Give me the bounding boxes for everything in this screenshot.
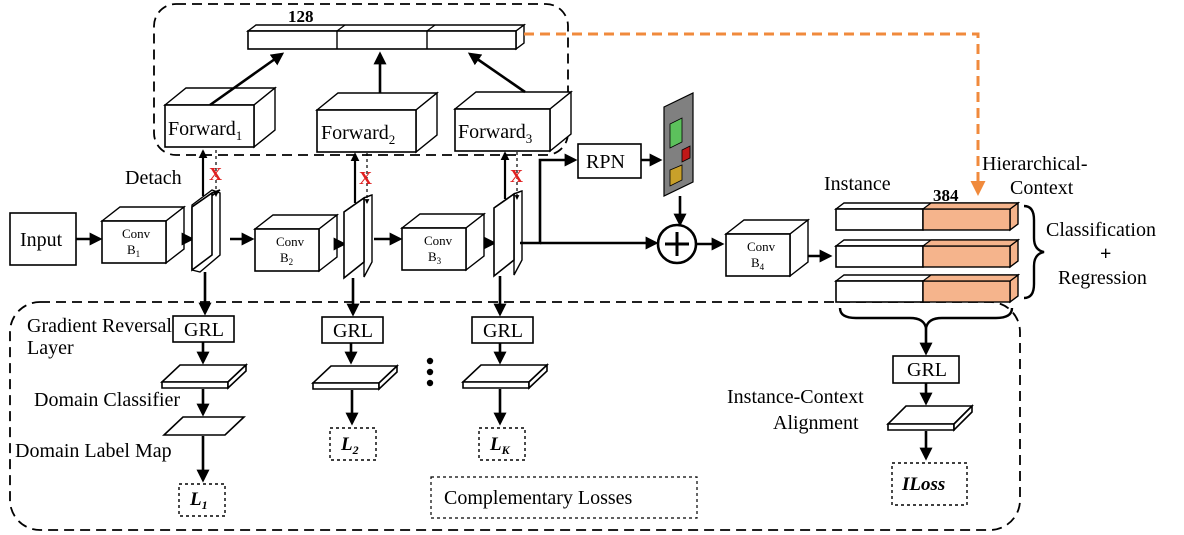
domain-classifier-2: [310, 364, 400, 391]
svg-text:Conv: Conv: [424, 233, 453, 248]
grl-box-k: [471, 316, 534, 344]
forward-1-sub: 1: [236, 128, 243, 143]
detach-connection-2: X: [350, 152, 372, 204]
svg-text:Conv: Conv: [122, 226, 151, 241]
conv-block-2: Conv B2: [252, 213, 340, 273]
loss-label-1: L1: [189, 489, 208, 512]
feature-map-3: [493, 189, 523, 278]
complementary-losses-label: Complementary Losses: [444, 487, 633, 509]
domain-classifier-k: [460, 363, 550, 390]
domain-label-map-label: Domain Label Map: [15, 440, 172, 462]
arrow-forward3-to-vector: [467, 52, 526, 94]
svg-text:Forward1: Forward1: [168, 118, 242, 143]
svg-text:B1: B1: [127, 242, 140, 259]
context-arrow-orange: [524, 32, 986, 196]
instance-label: Instance: [824, 173, 891, 195]
rpn-label: RPN: [586, 151, 625, 173]
dim-128-label: 128: [288, 7, 314, 26]
conv-block-4: Conv B4: [723, 218, 811, 278]
input-label: Input: [20, 229, 63, 251]
domain-classifier-1: [159, 363, 249, 390]
loss-label-k: LK: [489, 434, 511, 457]
stop-gradient-mark-2: X: [359, 168, 372, 188]
loss-box-k: [478, 427, 526, 461]
instance-context-feature-1: [833, 201, 1021, 232]
instance-context-alignment-label-1: Instance-Context: [727, 386, 864, 408]
forward-3-label: Forward: [458, 121, 526, 143]
hierarchical-context-label-2: Context: [1010, 177, 1074, 199]
forward-box-3: Forward3: [453, 90, 573, 153]
svg-text:Conv: Conv: [747, 239, 776, 254]
regression-label: Regression: [1058, 267, 1147, 289]
gradient-reversal-label-1: Gradient Reversal: [27, 315, 172, 337]
grl-box-2: [321, 316, 384, 344]
iloss-box: [891, 462, 968, 506]
right-brace: [1023, 204, 1045, 300]
instance-context-classifier: [886, 404, 974, 432]
svg-text:B2: B2: [280, 250, 293, 267]
iloss-label: ILoss: [901, 474, 945, 495]
detach-connection-3: X: [500, 151, 523, 200]
instance-context-alignment-label-2: Alignment: [773, 412, 859, 434]
dim-384-label: 384: [933, 186, 959, 205]
forward-2-label: Forward: [321, 122, 389, 144]
ellipsis-dots: [426, 357, 434, 387]
hierarchical-context-label-1: Hierarchical-: [982, 153, 1087, 175]
detach-connection-1: X: [198, 149, 222, 197]
plus-label: +: [1100, 243, 1111, 265]
complementary-losses-box: [430, 476, 698, 519]
proposal-map: [663, 92, 694, 197]
complementary-loss-region: [9, 301, 1021, 531]
svg-text:Conv: Conv: [276, 234, 305, 249]
forward-2-sub: 2: [389, 132, 396, 147]
stop-gradient-mark-3: X: [510, 166, 523, 186]
gradient-reversal-label-2: Layer: [27, 337, 74, 359]
rpn-box: [577, 143, 642, 179]
grl-label-2: GRL: [333, 320, 373, 342]
forward-1-label: Forward: [168, 118, 236, 140]
svg-text:Forward3: Forward3: [458, 121, 532, 146]
instance-context-feature-2: [833, 238, 1021, 269]
forward-3-sub: 3: [526, 131, 533, 146]
forward-box-2: Forward2: [315, 91, 439, 154]
grl-box-1: [172, 315, 235, 343]
stop-gradient-mark-1: X: [209, 164, 222, 184]
context-vector-128: [245, 23, 527, 51]
svg-text:B4: B4: [751, 255, 765, 272]
arrow-forward1-to-vector: [209, 52, 285, 107]
input-box: [9, 212, 77, 266]
loss-box-1: [178, 483, 226, 517]
grl-label-instance: GRL: [907, 359, 947, 381]
feature-map-2: [343, 193, 373, 280]
detach-label: Detach: [125, 167, 182, 189]
svg-text:Forward2: Forward2: [321, 122, 395, 147]
bottom-brace: [838, 307, 1014, 329]
grl-label-k: GRL: [483, 320, 523, 342]
instance-context-feature-3: [833, 273, 1021, 304]
domain-label-map-1: [161, 416, 247, 436]
loss-label-2: L2: [340, 434, 359, 457]
feature-map-1: [191, 189, 221, 273]
svg-text:B3: B3: [428, 249, 442, 266]
conv-block-3: Conv B3: [399, 212, 487, 272]
grl-label-1: GRL: [184, 319, 224, 341]
classification-label: Classification: [1046, 219, 1156, 241]
forward-module-region: [153, 3, 569, 156]
loss-box-2: [329, 427, 377, 461]
sum-node: [656, 223, 698, 265]
domain-classifier-label: Domain Classifier: [34, 389, 180, 411]
conv-block-1: Conv B1: [99, 205, 187, 265]
